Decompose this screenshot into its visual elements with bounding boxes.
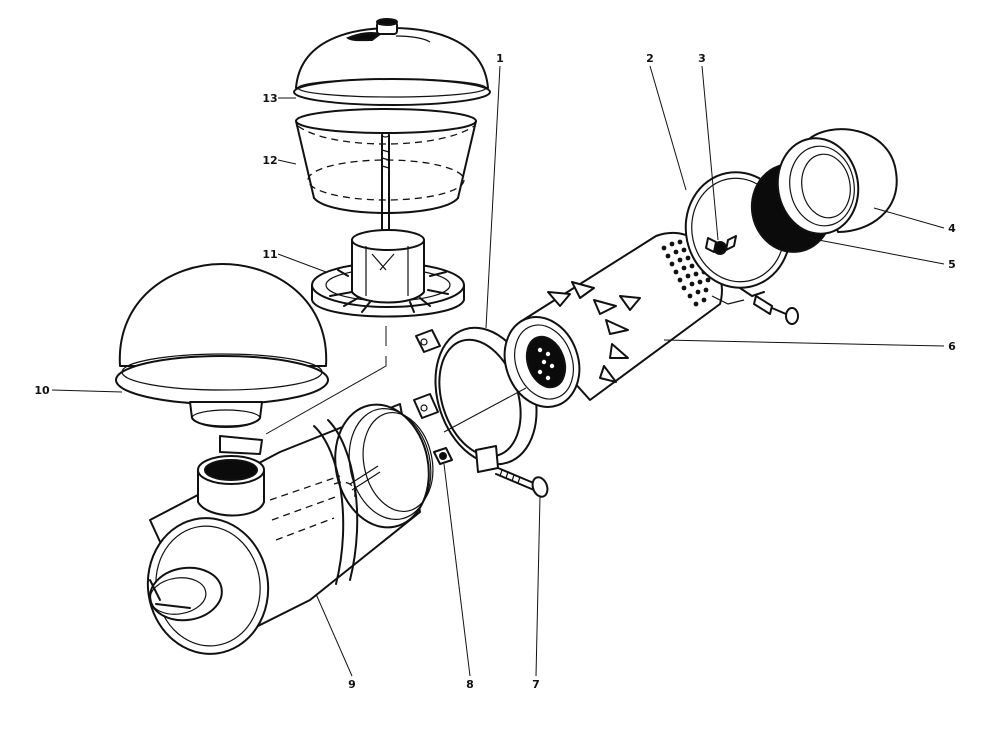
callout-9: 9 xyxy=(348,678,356,691)
callout-leaders xyxy=(51,65,945,677)
callout-5: 5 xyxy=(948,258,956,271)
part-11-center-tube-vanes xyxy=(311,229,465,318)
callout-numbers: 1 2 3 4 5 6 7 8 9 10 11 12 13 xyxy=(34,52,956,691)
callout-4: 4 xyxy=(948,222,956,235)
part-12-oil-bowl xyxy=(295,108,477,237)
callout-8: 8 xyxy=(466,678,474,691)
part-8-nut xyxy=(433,447,453,465)
callout-13: 13 xyxy=(262,92,277,105)
callout-7: 7 xyxy=(532,678,540,691)
callout-12: 12 xyxy=(262,154,277,167)
callout-6: 6 xyxy=(948,340,956,353)
part-4-outer-cup xyxy=(776,128,898,235)
part-10-inlet-cap xyxy=(115,263,329,428)
part-9-cleaner-body xyxy=(146,403,434,655)
callout-10: 10 xyxy=(34,384,50,397)
part-6-filter-element xyxy=(503,232,745,408)
callout-1: 1 xyxy=(496,52,504,65)
part-7-bolt xyxy=(495,467,549,498)
callout-11: 11 xyxy=(262,248,277,261)
part-3-wing-nut xyxy=(705,235,737,255)
callout-2: 2 xyxy=(646,52,654,65)
callout-3: 3 xyxy=(698,52,706,65)
centerlines xyxy=(265,326,527,435)
part-13-top-cover xyxy=(293,18,491,106)
